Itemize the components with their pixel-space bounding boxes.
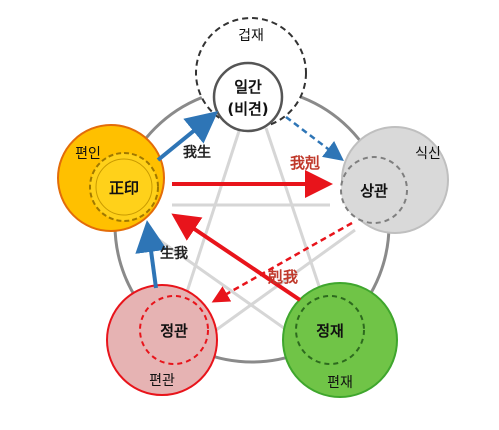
label-generate-i: 生我 — [160, 245, 188, 262]
bottom-left-outer-label: 편관 — [149, 373, 175, 389]
arrow-i-generate — [156, 110, 219, 162]
bottom-left-label: 정관 — [160, 322, 188, 340]
label-overcome-i: 剋我 — [267, 268, 298, 286]
left-inner-ring — [95, 158, 153, 216]
top-label-line1: 일간 — [234, 78, 262, 96]
bottom-right-outer-label: 편재 — [327, 375, 353, 391]
arrow-generate-i — [135, 220, 168, 289]
right-inner-circle — [340, 156, 408, 224]
left-inner-circle — [89, 152, 159, 222]
arrow-overcome-i — [171, 213, 302, 302]
bottom-left-inner-circle — [139, 295, 209, 365]
left-label: 正印 — [109, 179, 139, 197]
arrow-top-to-right-dashed — [285, 116, 344, 162]
label-i-generate: 我生 — [183, 144, 211, 161]
label-i-overcome: 我剋 — [290, 154, 320, 172]
bottom-right-inner-circle — [295, 295, 365, 365]
top-label-line2: (비견) — [227, 100, 268, 118]
left-outer-label: 편인 — [75, 146, 101, 162]
right-outer-label: 식신 — [415, 146, 441, 162]
right-label: 상관 — [360, 182, 388, 200]
top-outer-label: 겁재 — [238, 28, 264, 44]
star-lines — [144, 127, 356, 340]
top-inner-circle — [212, 61, 284, 133]
bottom-right-label: 정재 — [316, 322, 344, 340]
arrow-right-to-bottom-left-dashed — [211, 221, 353, 303]
